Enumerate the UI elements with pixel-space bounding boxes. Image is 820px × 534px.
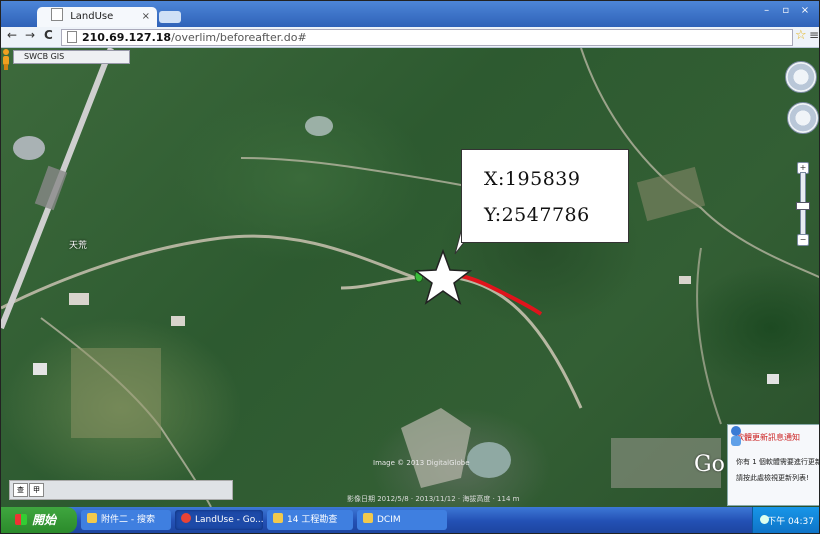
taskbar-item-label: 14 工程勘查 — [287, 515, 338, 525]
taskbar-item-active[interactable]: LandUse - Go... — [175, 510, 263, 530]
building — [33, 363, 47, 375]
bookmark-star-icon[interactable]: ☆ — [795, 28, 807, 43]
browser-titlebar: LandUse × – ▫ × — [1, 1, 819, 27]
windows-flag-icon — [15, 514, 27, 525]
taskbar-item-label: LandUse - Go... — [195, 515, 263, 525]
road-southeast — [696, 247, 722, 425]
folder-icon — [87, 513, 97, 523]
back-icon[interactable]: ← — [7, 28, 18, 42]
option-button[interactable]: 甲 — [29, 483, 44, 497]
notification-link[interactable]: 請按此處檢視更新列表! — [736, 474, 809, 482]
place-label: 天荒 — [69, 241, 88, 251]
address-bar[interactable]: 210.69.127.18/overlim/beforeafter.do# — [61, 29, 793, 46]
start-label: 開始 — [32, 513, 57, 527]
minimize-button[interactable]: – — [764, 5, 770, 16]
query-button[interactable]: 查 — [13, 483, 28, 497]
update-notification[interactable]: 軟體更新訊息通知 你有 1 個軟體需要進行更新 請按此處檢視更新列表! — [727, 424, 820, 506]
close-icon[interactable]: × — [141, 11, 150, 22]
farm-field — [71, 348, 161, 438]
farm-buildings — [611, 438, 721, 488]
taskbar-item-label: DCIM — [377, 515, 401, 525]
coordinate-callout: X:195839 Y:2547786 — [461, 149, 629, 243]
callout-joint — [472, 238, 500, 242]
road-west — [1, 234, 422, 310]
taskbar-item[interactable]: 附件二 - 搜索 — [81, 510, 171, 530]
close-window-button[interactable]: × — [800, 5, 810, 16]
map-info-panel: 查 甲 — [9, 480, 233, 500]
zoom-slider[interactable]: + − — [796, 162, 810, 246]
taskbar-item[interactable]: DCIM — [357, 510, 447, 530]
notification-line: 你有 1 個軟體需要進行更新 — [736, 458, 820, 466]
page-icon — [67, 31, 77, 43]
folder-icon — [273, 513, 283, 523]
building — [679, 276, 691, 284]
look-around-control[interactable] — [785, 61, 817, 93]
taskbar: 開始 附件二 - 搜索 LandUse - Go... 14 工程勘查 DCIM… — [1, 507, 819, 533]
reservoir — [13, 136, 45, 160]
pegman-icon[interactable] — [1, 48, 11, 70]
folder-icon — [363, 513, 373, 523]
building — [69, 293, 89, 305]
forward-icon[interactable]: → — [25, 28, 36, 42]
x-coordinate: X:195839 — [484, 168, 581, 190]
google-logo: Go — [694, 452, 725, 477]
maximize-button[interactable]: ▫ — [782, 5, 790, 16]
notification-title: 軟體更新訊息通知 — [736, 433, 800, 442]
url-host: 210.69.127.18 — [82, 31, 172, 44]
quarry-pond — [467, 442, 511, 478]
building — [171, 316, 185, 326]
url-path: /overlim/beforeafter.do# — [171, 31, 307, 44]
tab-title: LandUse — [70, 11, 114, 22]
pan-control[interactable] — [787, 102, 819, 134]
quarry — [401, 408, 471, 488]
map-layer-tag[interactable]: SWCB GIS — [13, 50, 130, 64]
highway — [1, 48, 114, 330]
system-tray: 下午 04:37 — [752, 507, 819, 533]
imagery-credit: 影像日期 2012/5/8 · 2013/11/12 · 海拔高度 · 114 … — [347, 495, 520, 503]
clock: 下午 04:37 — [767, 517, 814, 527]
satellite-map[interactable]: SWCB GIS X:195839 Y:2547786 天荒 + − Image… — [1, 48, 819, 507]
reload-icon[interactable]: C — [44, 28, 53, 42]
taskbar-item[interactable]: 14 工程勘查 — [267, 510, 353, 530]
star-marker-icon[interactable] — [413, 248, 473, 305]
imagery-watermark: Image © 2013 DigitalGlobe — [373, 459, 470, 467]
tray-network-icon[interactable] — [760, 515, 769, 524]
taskbar-item-label: 附件二 - 搜索 — [101, 515, 155, 525]
map-features — [1, 48, 819, 507]
building — [767, 374, 779, 384]
page-icon — [51, 8, 63, 21]
zoom-handle[interactable] — [796, 202, 810, 210]
y-coordinate: Y:2547786 — [484, 204, 590, 226]
new-tab-button[interactable] — [159, 11, 181, 23]
chrome-icon — [181, 513, 191, 523]
highway-interchange — [34, 165, 68, 211]
start-button[interactable]: 開始 — [1, 507, 77, 533]
road-south — [340, 274, 583, 409]
zoom-out-button[interactable]: − — [797, 234, 809, 246]
browser-tab[interactable]: LandUse × — [37, 7, 157, 27]
mascot-icon — [731, 426, 741, 446]
browser-toolbar: ← → C 210.69.127.18/overlim/beforeafter.… — [1, 27, 819, 48]
menu-icon[interactable]: ≡ — [809, 28, 820, 42]
window-controls: – ▫ × — [759, 5, 813, 16]
orchard-field — [636, 166, 706, 222]
pond — [305, 116, 333, 136]
route-segment — [460, 274, 543, 316]
